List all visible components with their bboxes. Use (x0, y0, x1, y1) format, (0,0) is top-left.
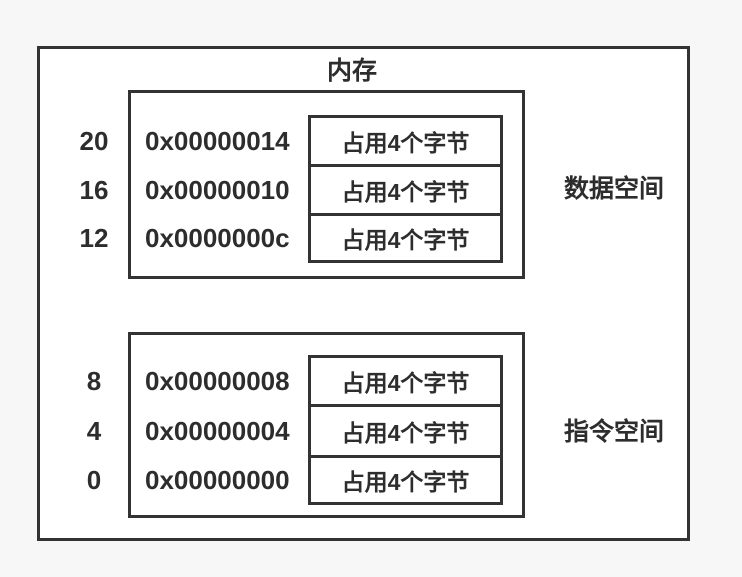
memory-cell: 占用4个字节 (308, 355, 503, 407)
address-label: 0x0000000c (145, 222, 290, 253)
offset-label: 8 (86, 365, 102, 396)
memory-cell: 占用4个字节 (308, 164, 503, 216)
address-label: 0x00000014 (145, 125, 290, 156)
offset-label: 20 (79, 125, 109, 156)
memory-row: 0 0x00000000 占用4个字节 (0, 455, 742, 505)
address-label: 0x00000000 (145, 464, 290, 495)
data-space-label: 数据空间 (563, 175, 664, 203)
instruction-space-label: 指令空间 (563, 418, 664, 446)
memory-row: 12 0x0000000c 占用4个字节 (0, 213, 742, 263)
offset-label: 0 (86, 464, 102, 495)
memory-cell: 占用4个字节 (308, 404, 503, 458)
address-label: 0x00000008 (145, 365, 290, 396)
offset-label: 16 (79, 174, 109, 205)
memory-cell: 占用4个字节 (308, 213, 503, 263)
memory-row: 4 0x00000004 占用4个字节 (0, 404, 742, 458)
memory-title: 内存 (326, 57, 377, 85)
memory-row: 8 0x00000008 占用4个字节 (0, 355, 742, 407)
memory-cell: 占用4个字节 (308, 455, 503, 505)
memory-row: 20 0x00000014 占用4个字节 (0, 115, 742, 167)
memory-cell: 占用4个字节 (308, 115, 503, 167)
offset-label: 12 (79, 222, 109, 253)
memory-row: 16 0x00000010 占用4个字节 (0, 164, 742, 216)
address-label: 0x00000010 (145, 174, 290, 205)
address-label: 0x00000004 (145, 415, 290, 446)
offset-label: 4 (86, 415, 102, 446)
